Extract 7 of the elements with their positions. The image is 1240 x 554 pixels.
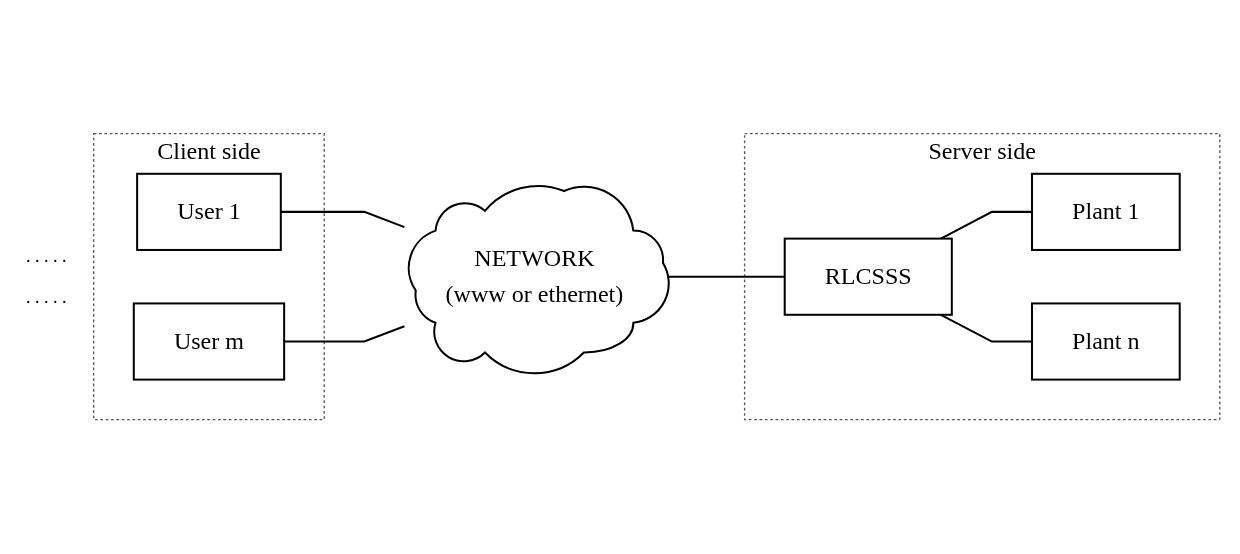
node-box: User m [132,302,285,381]
node-box: RLCSSS [783,237,953,317]
node-box: Plant n [1030,302,1181,381]
node-box: Plant 1 [1030,173,1181,252]
node-box: User 1 [135,173,282,252]
ellipsis-dots: . . . . . [26,246,67,267]
ellipsis-dots: . . . . . [26,287,67,308]
